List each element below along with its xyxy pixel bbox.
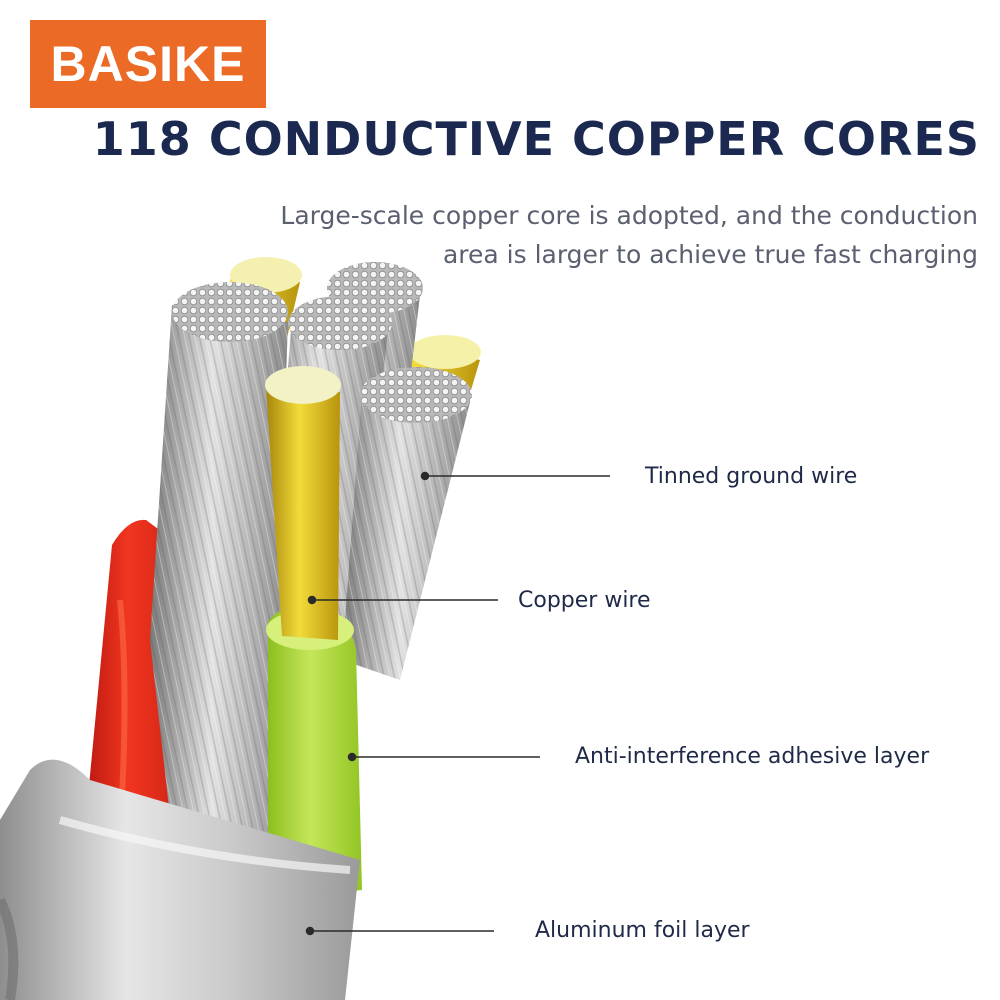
- callout-tinned-ground-wire: Tinned ground wire: [645, 464, 858, 489]
- aluminum-foil-sleeve: [0, 759, 360, 1000]
- callout-copper-wire: Copper wire: [518, 588, 651, 613]
- brand-logo: BASIKE: [30, 20, 266, 108]
- tinned-bundle-right: [342, 367, 472, 680]
- tinned-bundle-front-left: [150, 282, 288, 905]
- page-title: 118 CONDUCTIVE COPPER CORES: [92, 112, 980, 166]
- callout-anti-interference-layer: Anti-interference adhesive layer: [575, 744, 930, 769]
- subtitle-line-1: Large-scale copper core is adopted, and …: [280, 201, 978, 230]
- copper-core-front: [265, 366, 341, 640]
- brand-name: BASIKE: [50, 36, 246, 92]
- subtitle-line-2: area is larger to achieve true fast char…: [442, 240, 978, 269]
- callout-lines: [305, 471, 610, 936]
- callout-aluminum-foil-layer: Aluminum foil layer: [535, 918, 750, 943]
